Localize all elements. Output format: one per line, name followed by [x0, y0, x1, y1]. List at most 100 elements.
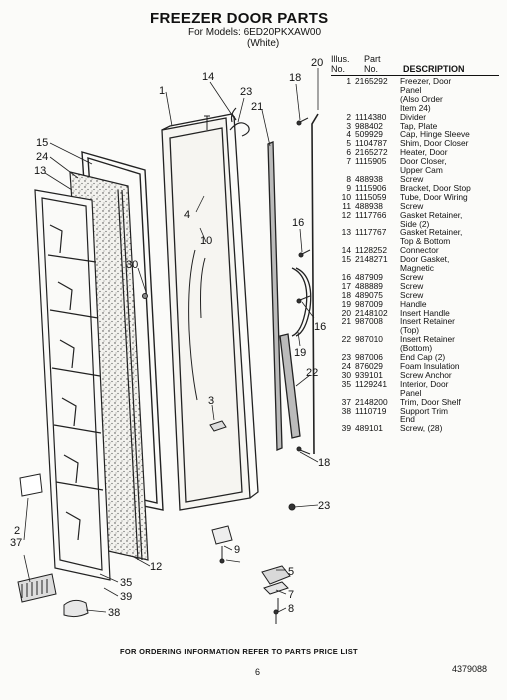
part-number: 488889 — [355, 280, 383, 291]
part-number: 509929 — [355, 129, 383, 140]
illus-number: 13 — [341, 227, 351, 238]
part-number: 487909 — [355, 271, 383, 282]
callout-37: 37 — [10, 537, 22, 549]
part-description: Gasket Retainer, Side (2) — [400, 209, 463, 229]
illus-number: 8 — [346, 173, 351, 184]
divider — [19, 473, 43, 497]
part-number: 987008 — [355, 316, 383, 327]
col-part-header: Part No. — [364, 54, 381, 74]
callout-38: 38 — [108, 607, 120, 619]
header-rule — [331, 75, 499, 76]
part-number: 2165272 — [355, 147, 388, 158]
part-description: Trim, Door Shelf — [400, 396, 461, 407]
illus-number: 16 — [341, 271, 351, 282]
table-row: 8 488938 Screw — [331, 175, 506, 184]
part-number: 876029 — [355, 361, 383, 371]
document-number: 4379088 — [452, 664, 488, 674]
part-number: 488938 — [355, 173, 383, 184]
callout-23-bottom: 23 — [318, 500, 330, 512]
illus-number: 23 — [341, 352, 351, 363]
part-description: Interior, Door Panel — [400, 378, 449, 398]
part-description: Cap, Hinge Sleeve — [400, 129, 470, 140]
exploded-door-diagram: 1 14 23 18 20 21 15 24 13 4 10 30 16 16 … — [10, 57, 330, 624]
table-row: 9 1115906 Bracket, Door Stop — [331, 182, 506, 193]
illus-number: 12 — [341, 209, 351, 220]
callout-labels: 1 14 23 18 20 21 15 24 13 4 10 30 16 16 … — [10, 57, 330, 619]
ordering-note: FOR ORDERING INFORMATION REFER TO PARTS … — [120, 647, 358, 656]
color-line: (White) — [247, 38, 280, 49]
part-description: Screw — [400, 173, 424, 184]
table-row: 12 1117766 Gasket Retainer, Side (2) — [331, 209, 506, 229]
part-number: 2148200 — [355, 396, 388, 407]
part-description: Screw, (28) — [400, 423, 443, 434]
part-description: Support Trim End — [400, 405, 448, 425]
part-description: Freezer, Door Panel (Also Order Item 24) — [400, 76, 452, 113]
callout-18-top: 18 — [289, 72, 301, 84]
part-description: Screw Anchor — [400, 369, 452, 380]
illus-number: 5 — [346, 138, 351, 149]
illus-number: 35 — [341, 378, 351, 389]
part-description: Bracket, Door Stop — [400, 182, 471, 193]
illus-number: 18 — [341, 289, 351, 300]
callout-30: 30 — [126, 259, 138, 271]
illus-number: 1 — [346, 76, 351, 86]
illus-number: 24 — [341, 361, 351, 371]
handle-inserts — [267, 113, 319, 455]
callout-35: 35 — [120, 577, 132, 589]
callout-7: 7 — [288, 589, 294, 601]
part-description: Screw — [400, 280, 424, 291]
illus-number: 38 — [341, 405, 351, 416]
models-line: For Models: 6ED20PKXAW00 — [188, 27, 322, 38]
callout-9: 9 — [234, 544, 240, 556]
callout-39: 39 — [120, 591, 132, 603]
part-description: Gasket Retainer, Top & Bottom — [400, 227, 463, 247]
illus-number: 20 — [341, 307, 351, 318]
part-number: 1117766 — [355, 209, 387, 220]
part-description: Connector — [400, 245, 439, 256]
part-description: Screw — [400, 289, 424, 300]
callout-20: 20 — [311, 57, 323, 69]
callout-15: 15 — [36, 137, 48, 149]
table-row: 1 2165292 Freezer, Door Panel (Also Order … — [331, 77, 506, 113]
part-number: 489101 — [355, 423, 383, 434]
part-description: Door Closer, Upper Cam — [400, 156, 447, 176]
illus-number: 9 — [346, 182, 351, 193]
callout-1: 1 — [159, 85, 165, 97]
callout-8: 8 — [288, 603, 294, 615]
part-number: 1115906 — [355, 182, 387, 193]
screws — [142, 115, 311, 624]
part-description: Door Gasket, Magnetic — [400, 254, 450, 274]
callout-16-a: 16 — [292, 217, 304, 229]
illus-number: 14 — [341, 245, 351, 256]
part-number: 1115905 — [355, 156, 387, 167]
callout-10: 10 — [200, 235, 212, 247]
callout-14: 14 — [202, 71, 214, 83]
support-trim-end — [63, 599, 89, 618]
table-row: 18 489075 Screw — [331, 289, 506, 300]
illus-number: 21 — [341, 316, 351, 327]
callout-21: 21 — [251, 101, 263, 113]
illus-number: 2 — [346, 111, 351, 122]
part-number: 2165292 — [355, 76, 388, 86]
part-number: 489075 — [355, 289, 383, 300]
part-description: Tap, Plate — [400, 120, 438, 131]
part-description: Heater, Door — [400, 147, 448, 158]
callout-12: 12 — [150, 561, 162, 573]
part-number: 2148271 — [355, 254, 388, 265]
page-title: FREEZER DOOR PARTS — [150, 10, 329, 27]
illus-number: 22 — [341, 334, 351, 345]
